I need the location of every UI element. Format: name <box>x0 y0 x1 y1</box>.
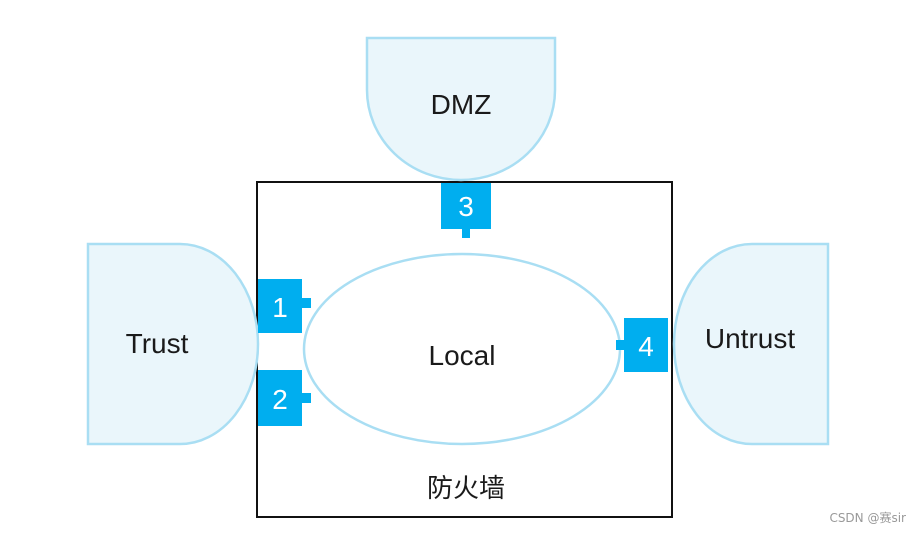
port-4: 4 <box>616 318 668 372</box>
port-2: 2 <box>258 370 311 426</box>
trust-zone <box>86 242 260 446</box>
port-1: 1 <box>258 279 311 333</box>
untrust-zone <box>672 242 830 446</box>
svg-text:1: 1 <box>272 292 288 323</box>
svg-text:2: 2 <box>272 384 288 415</box>
dmz-zone <box>365 36 557 182</box>
untrust-label: Untrust <box>705 323 795 354</box>
local-label: Local <box>429 340 496 371</box>
svg-text:4: 4 <box>638 331 654 362</box>
watermark: CSDN @赛sir <box>829 510 906 525</box>
port-3: 3 <box>441 183 491 238</box>
svg-text:3: 3 <box>458 191 474 222</box>
firewall-label: 防火墙 <box>427 474 505 504</box>
dmz-label: DMZ <box>431 89 492 120</box>
trust-label: Trust <box>126 328 189 359</box>
